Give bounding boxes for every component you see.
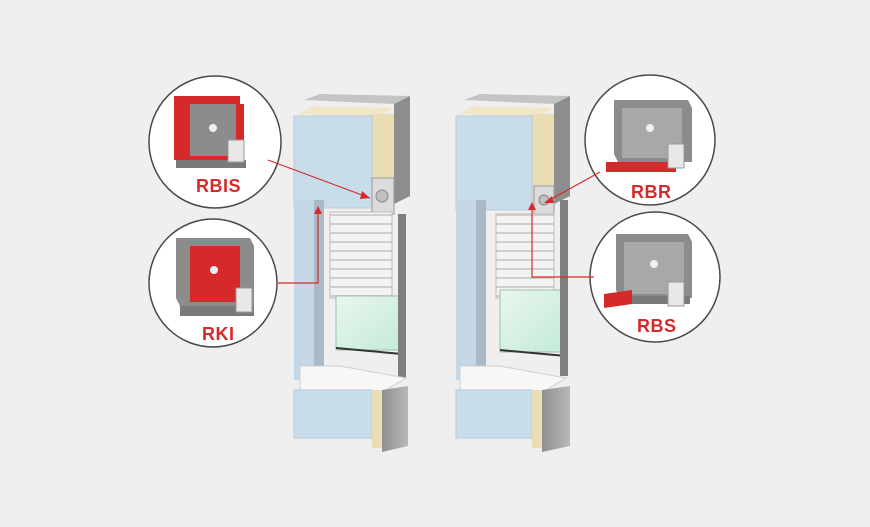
right-wall-column <box>456 200 476 380</box>
label-rbr: RBR <box>631 182 672 202</box>
connector-lines <box>267 159 601 284</box>
callout-rbr <box>584 74 716 206</box>
right-shutter <box>495 213 555 299</box>
right-wall-upper <box>455 115 533 211</box>
right-wall-lower <box>455 389 533 439</box>
left-wall-upper <box>293 115 373 209</box>
callout-rbs <box>589 211 721 343</box>
right-glass <box>499 289 565 353</box>
callout-rbis <box>148 75 282 209</box>
left-wall-lower <box>293 389 373 439</box>
label-rki: RKI <box>202 324 235 344</box>
right-window-assembly <box>455 94 570 452</box>
left-shutter <box>329 211 393 299</box>
label-rbs: RBS <box>637 316 677 336</box>
callout-rki <box>148 218 278 348</box>
left-window-assembly <box>293 94 410 452</box>
right-top-block <box>464 94 570 104</box>
left-insulation <box>298 106 394 116</box>
left-glass <box>335 295 403 351</box>
left-wall-column <box>294 200 314 380</box>
left-top-block <box>304 94 410 104</box>
label-rbis: RBIS <box>196 176 242 196</box>
right-insulation <box>458 106 554 116</box>
